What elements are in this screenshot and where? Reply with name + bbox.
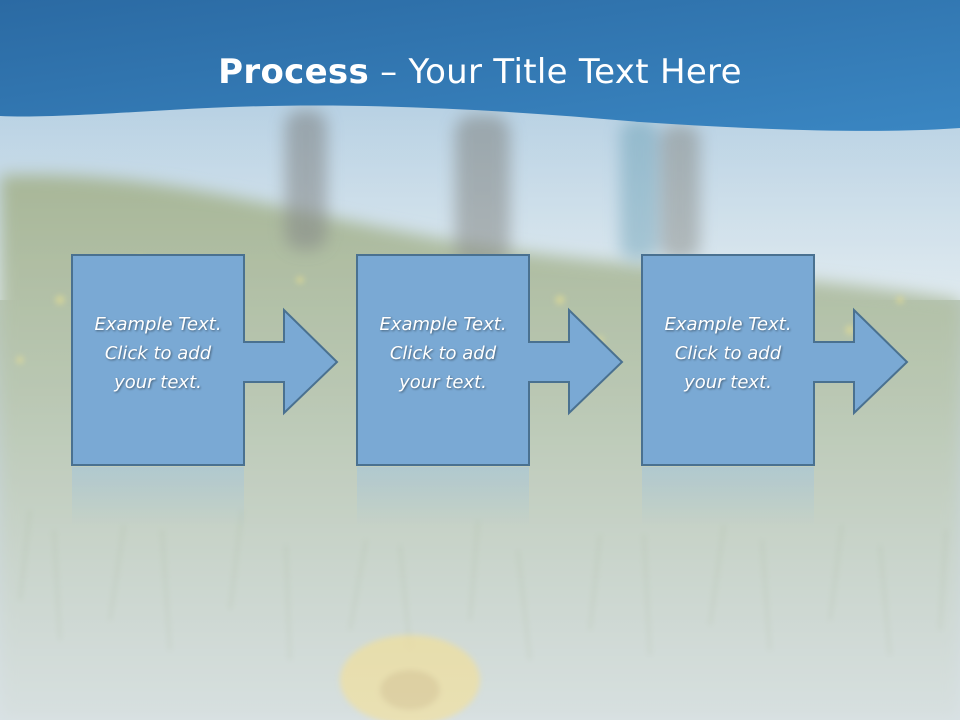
step-text[interactable]: Example Text. Click to add your text.: [357, 310, 529, 397]
step-text-line: Click to add: [674, 343, 782, 364]
step-text-line: Example Text.: [664, 314, 792, 335]
right-arrow-icon: [71, 254, 339, 466]
step-text-line: Example Text.: [379, 314, 507, 335]
step-text-line: your text.: [684, 372, 772, 393]
process-step-1[interactable]: Example Text. Click to add your text.: [71, 254, 342, 530]
step-text-line: your text.: [399, 372, 487, 393]
step-text-line: Click to add: [104, 343, 212, 364]
title-banner: [0, 0, 960, 131]
step-reflection: [357, 467, 529, 527]
process-step-2[interactable]: Example Text. Click to add your text.: [356, 254, 627, 530]
step-reflection: [642, 467, 814, 527]
step-reflection: [72, 467, 244, 527]
step-text[interactable]: Example Text. Click to add your text.: [72, 310, 244, 397]
title-bold-word: Process: [218, 52, 370, 92]
step-text[interactable]: Example Text. Click to add your text.: [642, 310, 814, 397]
step-text-line: Example Text.: [94, 314, 222, 335]
step-text-line: Click to add: [389, 343, 497, 364]
process-step-3[interactable]: Example Text. Click to add your text.: [641, 254, 912, 530]
right-arrow-icon: [356, 254, 624, 466]
step-text-line: your text.: [114, 372, 202, 393]
title-rest: – Your Title Text Here: [369, 52, 742, 92]
slide-title[interactable]: Process – Your Title Text Here: [0, 52, 960, 92]
right-arrow-icon: [641, 254, 909, 466]
